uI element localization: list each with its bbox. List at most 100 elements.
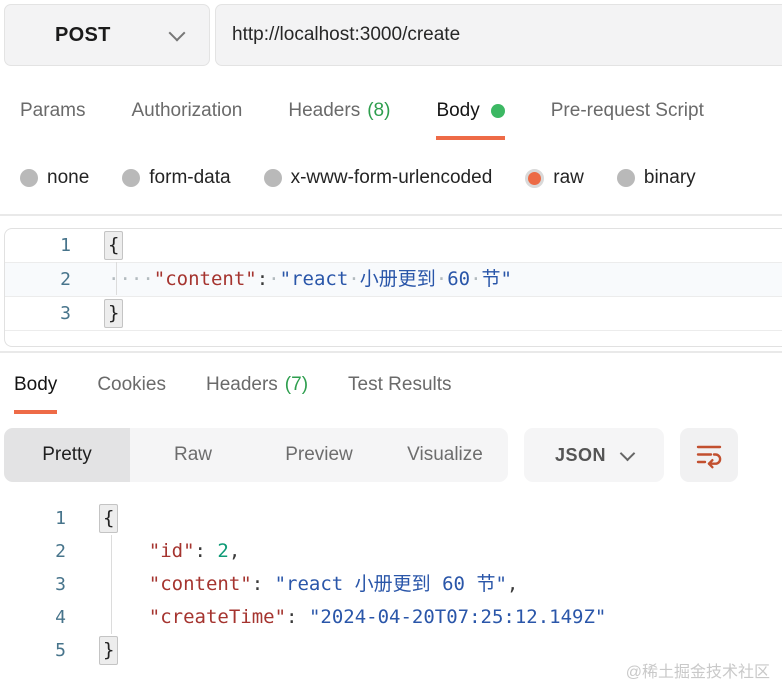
url-value: http://localhost:3000/create <box>232 24 461 45</box>
token-punc: : <box>286 606 309 628</box>
token-str: "react 小册更到 60 节" <box>274 573 507 595</box>
view-visualize[interactable]: Visualize <box>407 444 483 465</box>
response-code-line: 2 "id": 2, <box>0 535 782 568</box>
separator <box>0 351 782 353</box>
code-text: "id": 2, <box>66 535 241 568</box>
token-punc: , <box>228 540 241 562</box>
method-select[interactable]: POST <box>4 4 210 66</box>
radio-label: none <box>47 167 90 188</box>
token-plain <box>103 606 149 628</box>
response-code-line: 3 "content": "react 小册更到 60 节", <box>0 568 782 601</box>
radio-label: binary <box>643 167 696 188</box>
radio-label: x-www-form-urlencoded <box>290 167 493 188</box>
token-str: 小册更到 <box>359 268 436 290</box>
fold-marker-icon[interactable]: } <box>99 636 119 665</box>
line-number: 5 <box>55 640 66 661</box>
radio-icon <box>616 169 635 187</box>
response-tab-body[interactable]: Body <box>14 360 58 414</box>
text-wrap-icon <box>696 445 722 469</box>
tab-label: Pre-request Script <box>550 100 704 121</box>
body-type-raw[interactable]: raw <box>525 167 584 189</box>
token-key: "content" <box>153 268 257 290</box>
response-code-line: 1{ <box>0 502 782 535</box>
code-text: { <box>71 229 124 262</box>
fold-marker-icon[interactable]: { <box>104 231 124 260</box>
token-key: "id" <box>148 540 195 562</box>
code-text: { <box>66 502 119 535</box>
line-number: 3 <box>60 303 71 324</box>
wrap-text-button[interactable] <box>680 428 738 482</box>
view-pretty[interactable]: Pretty <box>4 428 130 482</box>
token-punc: : <box>256 268 269 290</box>
method-label: POST <box>55 23 111 46</box>
code-text: } <box>66 634 119 667</box>
line-number: 1 <box>55 508 66 529</box>
token-ws: · <box>348 268 360 290</box>
separator <box>0 214 782 216</box>
code-text: "content": "react 小册更到 60 节", <box>66 568 519 601</box>
tab-label: Headers <box>288 100 361 121</box>
tab-label: Params <box>20 100 86 121</box>
tab-label: Test Results <box>348 374 452 395</box>
chevron-down-icon <box>168 24 186 41</box>
tab-label: Body <box>436 100 480 121</box>
response-code-line: 4 "createTime": "2024-04-20T07:25:12.149… <box>0 601 782 634</box>
fold-marker-icon[interactable]: } <box>104 299 124 328</box>
indent-guide <box>111 535 112 634</box>
view-raw[interactable]: Raw <box>173 444 212 465</box>
response-tab-cookies[interactable]: Cookies <box>97 360 166 414</box>
request-tab-pre-request-script[interactable]: Pre-request Script <box>551 86 704 140</box>
radio-label: form-data <box>149 167 231 188</box>
fold-marker-icon[interactable]: { <box>99 504 119 533</box>
view-preview[interactable]: Preview <box>285 444 353 465</box>
token-ws: · <box>268 268 280 290</box>
request-tab-authorization[interactable]: Authorization <box>131 86 242 140</box>
line-number: 2 <box>55 541 66 562</box>
tab-label: Authorization <box>131 100 243 121</box>
token-key: "createTime" <box>148 606 287 628</box>
token-punc: : <box>194 540 218 562</box>
watermark: @稀土掘金技术社区 <box>625 664 770 681</box>
radio-icon <box>525 168 545 188</box>
body-type-options: none form-data x-www-form-urlencoded raw bin… <box>20 156 782 200</box>
token-punc: , <box>506 573 519 595</box>
tab-label: Cookies <box>97 374 166 395</box>
tab-label: Body <box>14 374 58 395</box>
response-tabs: Body Cookies Headers (7) Test Results <box>14 360 782 414</box>
indent-guide <box>116 262 117 295</box>
format-select[interactable]: JSON <box>524 428 664 482</box>
line-number: 3 <box>55 574 66 595</box>
body-type-none[interactable]: none <box>20 167 89 189</box>
token-ws: · <box>435 268 448 290</box>
url-input[interactable]: http://localhost:3000/create <box>215 4 782 66</box>
radio-icon <box>20 169 38 187</box>
request-tab-params[interactable]: Params <box>20 86 85 140</box>
request-tab-body[interactable]: Body <box>436 86 505 140</box>
body-type-x-www-form-urlencoded[interactable]: x-www-form-urlencoded <box>263 167 493 189</box>
code-text: ····"content":·"react·小册更到·60·节" <box>71 263 512 296</box>
response-tab-headers[interactable]: Headers (7) <box>206 360 308 414</box>
response-code-line: 5} <box>0 634 782 667</box>
line-number: 1 <box>60 235 71 256</box>
token-str: 60 <box>447 268 471 290</box>
token-punc: : <box>251 573 275 595</box>
response-view-switch: Pretty Raw Preview Visualize <box>4 428 508 482</box>
token-str: "2024-04-20T07:25:12.149Z" <box>308 606 607 628</box>
body-type-form-data[interactable]: form-data <box>122 167 231 189</box>
token-num: 2 <box>217 540 229 562</box>
request-tab-headers[interactable]: Headers(8) <box>288 86 390 140</box>
format-label: JSON <box>554 444 607 465</box>
tab-count: (7) <box>284 374 309 395</box>
code-text: "createTime": "2024-04-20T07:25:12.149Z" <box>66 601 607 634</box>
token-ws: · <box>470 268 482 290</box>
request-tabs: Params Authorization Headers(8) Body Pre-req… <box>20 86 782 140</box>
request-bar: POST http://localhost:3000/create <box>4 4 782 66</box>
token-str: 节" <box>481 268 512 290</box>
tab-label: Headers <box>205 374 278 395</box>
radio-icon <box>122 169 141 187</box>
body-type-binary[interactable]: binary <box>616 167 696 189</box>
response-tab-test-results[interactable]: Test Results <box>348 360 451 414</box>
code-text: } <box>71 297 124 330</box>
response-body-viewer: 1{2 "id": 2,3 "content": "react 小册更到 60 … <box>0 502 782 670</box>
request-body-editor[interactable]: 1{2····"content":·"react·小册更到·60·节"3} <box>4 228 782 347</box>
